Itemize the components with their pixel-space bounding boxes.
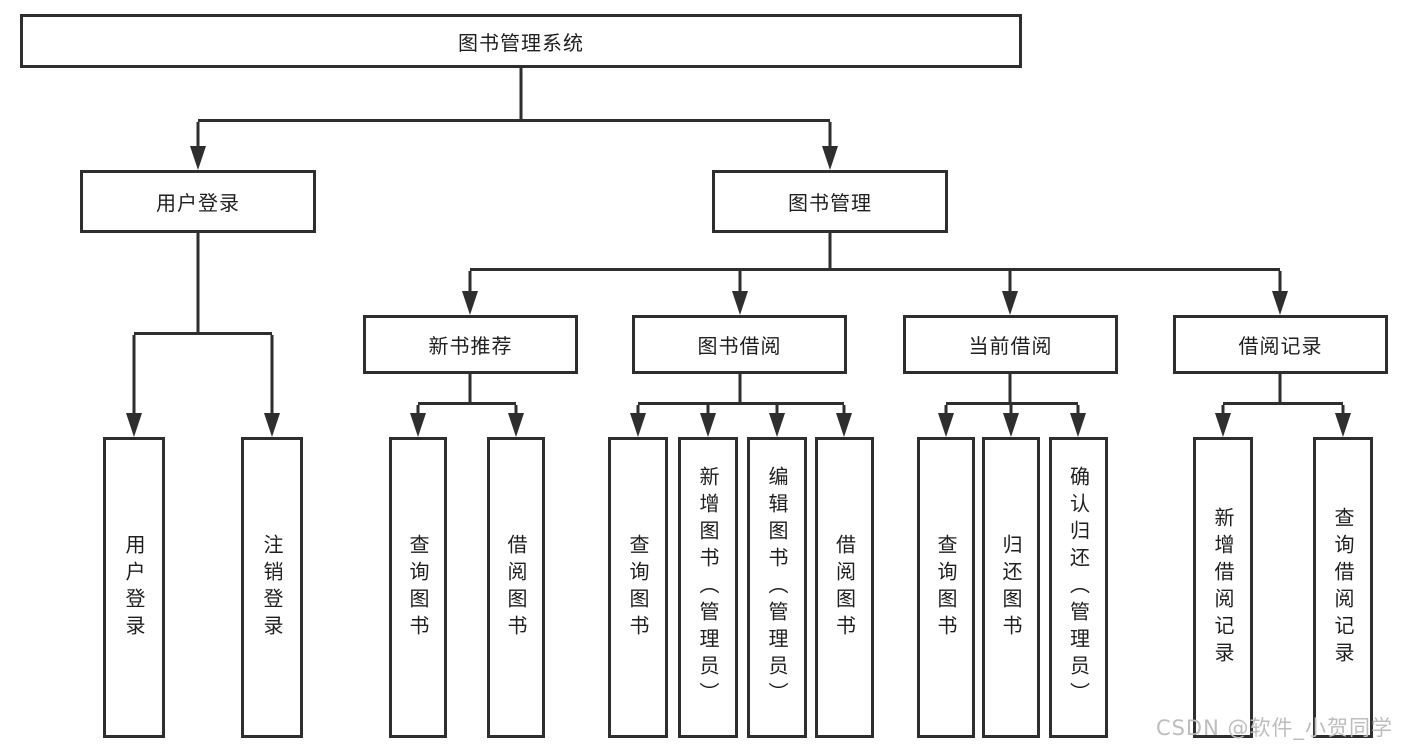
leaf-user-login: 用户登录: [103, 437, 165, 738]
leaf-borrow-books-recommend: 借阅图书: [487, 437, 545, 738]
node-book-borrow: 图书借阅: [632, 315, 847, 374]
node-borrow-records: 借阅记录: [1173, 315, 1388, 374]
leaf-query-books-borrow: 查询图书: [608, 437, 668, 738]
node-book-management: 图书管理: [712, 170, 948, 233]
leaf-query-books-current: 查询图书: [917, 437, 975, 738]
leaf-return-books: 归还图书: [982, 437, 1040, 738]
leaf-add-borrow-record: 新增借阅记录: [1193, 437, 1253, 738]
node-user-login: 用户登录: [80, 170, 316, 233]
csdn-watermark: CSDN @软件_小贺同学: [1155, 716, 1393, 740]
leaf-borrow-books: 借阅图书: [815, 437, 874, 738]
leaf-query-books-recommend: 查询图书: [389, 437, 447, 738]
leaf-query-borrow-record: 查询借阅记录: [1313, 437, 1373, 738]
node-library-system-root: 图书管理系统: [20, 14, 1022, 68]
leaf-logout: 注销登录: [241, 437, 303, 738]
node-new-book-recommend: 新书推荐: [363, 315, 578, 374]
leaf-edit-books-admin: 编辑图书（管理员）: [747, 437, 807, 738]
node-current-borrow: 当前借阅: [903, 315, 1118, 374]
leaf-add-books-admin: 新增图书（管理员）: [678, 437, 738, 738]
leaf-confirm-return-admin: 确认归还（管理员）: [1049, 437, 1108, 738]
